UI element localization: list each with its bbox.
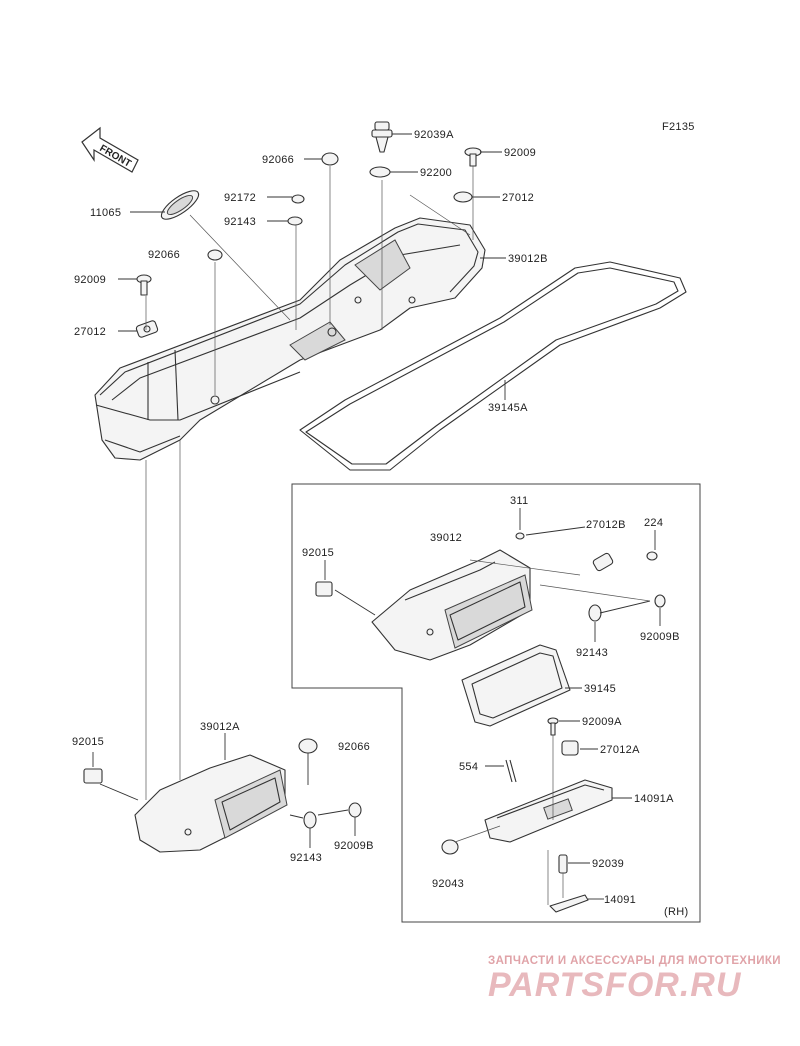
label-14091A: 14091A <box>634 793 674 805</box>
bolt-92009-left <box>136 274 152 296</box>
label-92009-left: 92009 <box>74 274 106 286</box>
rh-detail-frame <box>291 483 701 923</box>
watermark-tagline: ЗАПЧАСТИ И АКСЕССУАРЫ ДЛЯ МОТОТЕХНИКИ <box>488 955 781 967</box>
nut-27012B <box>592 552 614 572</box>
label-92172: 92172 <box>224 192 256 204</box>
label-39012B: 39012B <box>508 253 548 265</box>
label-92009-top: 92009 <box>504 147 536 159</box>
label-39012A: 39012A <box>200 721 240 733</box>
label-92009A: 92009A <box>582 716 622 728</box>
plug-92066-mid <box>207 249 223 261</box>
rivet-92039 <box>558 854 568 874</box>
bottom-leader-lines <box>92 733 356 848</box>
watermark-brand: PARTSFOR.RU <box>488 966 742 1004</box>
screw-92009A <box>547 717 559 736</box>
latch-14091A <box>484 779 613 843</box>
screw-311 <box>515 532 525 540</box>
clip-92039A <box>371 121 393 153</box>
label-311: 311 <box>510 495 528 507</box>
washer-92143-bot <box>303 811 317 829</box>
screw-92172 <box>291 194 305 204</box>
label-92143-bot: 92143 <box>290 852 322 864</box>
part-labels: 92039A 92009 92066 92200 92172 27012 110… <box>72 129 688 918</box>
nut-27012A <box>561 740 579 756</box>
washer-92200 <box>369 166 391 178</box>
label-92009B-box: 92009B <box>640 631 680 643</box>
label-27012B: 27012B <box>586 519 626 531</box>
pin-554 <box>505 759 517 783</box>
clip-92015-bot <box>83 768 103 784</box>
top-leader-lines <box>118 133 506 800</box>
bolt-224 <box>646 551 658 561</box>
label-92015-box: 92015 <box>302 547 334 559</box>
watermark: ЗАПЧАСТИ И АКСЕССУАРЫ ДЛЯ МОТОТЕХНИКИ PA… <box>488 955 781 1004</box>
label-11065: 11065 <box>90 207 121 219</box>
label-554: 554 <box>459 761 478 773</box>
washer-92143-box <box>588 604 602 622</box>
nut-27012-left <box>135 320 159 338</box>
plug-92066-bot <box>298 738 318 754</box>
label-92039A: 92039A <box>414 129 454 141</box>
label-92066-top: 92066 <box>262 154 294 166</box>
bolt-92009B-box <box>654 594 666 608</box>
gasket-39145A <box>299 261 687 471</box>
gasket-39145 <box>461 644 571 727</box>
label-92066-bot: 92066 <box>338 741 370 753</box>
label-39145A: 39145A <box>488 402 528 414</box>
label-92009B-bot: 92009B <box>334 840 374 852</box>
bolt-92009-top <box>464 147 482 167</box>
front-arrow: FRONT <box>81 126 139 173</box>
lid-39012A <box>134 754 288 853</box>
emblem-11065 <box>160 190 200 220</box>
label-92066-mid: 92066 <box>148 249 180 261</box>
label-92015-bot: 92015 <box>72 736 104 748</box>
label-92143-box: 92143 <box>576 647 608 659</box>
side-note-rh: (RH) <box>664 906 688 918</box>
label-14091: 14091 <box>604 894 636 906</box>
bolt-92009B-bot <box>348 802 362 818</box>
cap-92043 <box>441 839 459 855</box>
label-39145: 39145 <box>584 683 616 695</box>
figure-code: F2135 <box>662 121 695 133</box>
box-leader-lines <box>324 508 661 905</box>
label-27012A: 27012A <box>600 744 640 756</box>
label-224: 224 <box>644 517 663 529</box>
label-92143-top: 92143 <box>224 216 256 228</box>
label-92039: 92039 <box>592 858 624 870</box>
label-92200: 92200 <box>420 167 452 179</box>
lid-39012 <box>371 549 533 661</box>
plug-92066-top <box>321 152 339 166</box>
label-92043: 92043 <box>432 878 464 890</box>
clip-92015-box <box>315 581 333 597</box>
saddlebag-case-39012B <box>94 217 486 461</box>
nut-27012-top <box>453 191 473 203</box>
label-27012-left: 27012 <box>74 326 106 338</box>
label-39012: 39012 <box>430 532 462 544</box>
rod-14091 <box>549 894 589 913</box>
label-27012-top: 27012 <box>502 192 534 204</box>
washer-92143-top <box>287 216 303 226</box>
